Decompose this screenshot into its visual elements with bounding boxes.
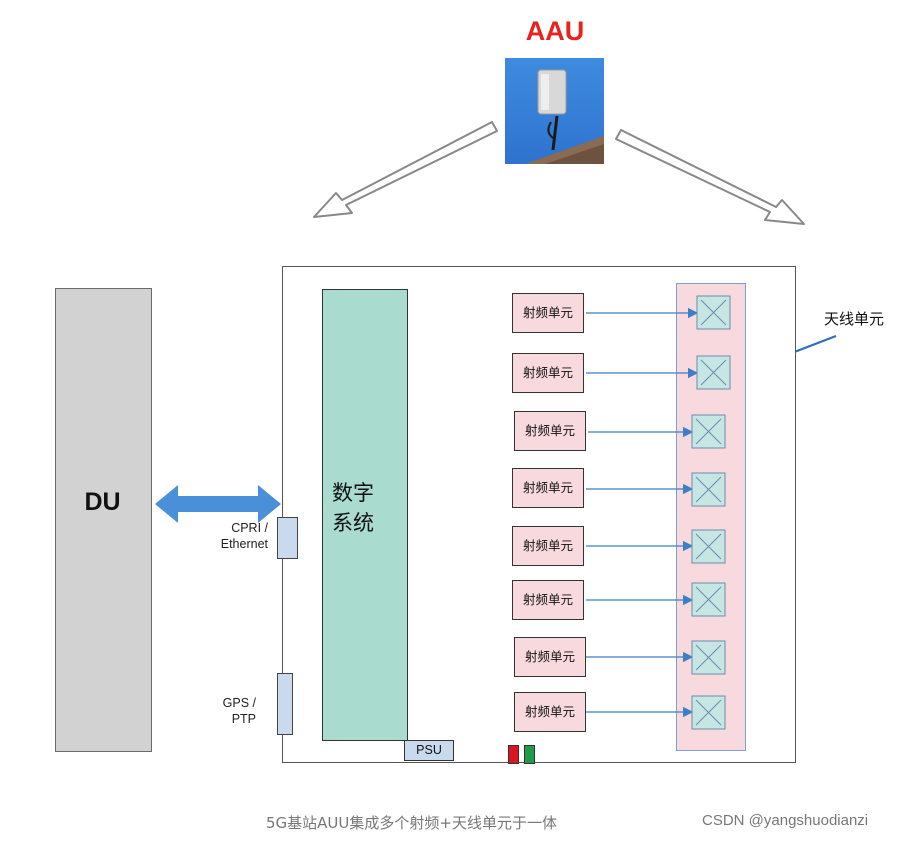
- antenna-unit-label: 天线单元: [824, 310, 885, 328]
- psu-box: PSU: [404, 740, 454, 761]
- green-led-indicator: [524, 745, 535, 764]
- cpri-port: [277, 517, 298, 559]
- du-aau-double-arrow: [155, 485, 281, 523]
- digital-system-box: [322, 289, 408, 741]
- du-box: [55, 288, 152, 752]
- digital-system-line2: 系统: [332, 511, 374, 535]
- cpri-port-label: CPRI / Ethernet: [196, 520, 268, 552]
- cpri-label-line2: Ethernet: [220, 537, 268, 551]
- rf-unit-2: 射频单元: [512, 353, 584, 393]
- hollow-arrow-right: [615, 129, 805, 225]
- rf-unit-6: 射频单元: [512, 580, 584, 620]
- antenna-element-5: [691, 529, 726, 564]
- red-led-indicator: [508, 745, 519, 764]
- antenna-element-4: [691, 472, 726, 507]
- digital-system-line1: 数字: [332, 481, 374, 505]
- rf-unit-3: 射频单元: [514, 411, 586, 451]
- aau-title: AAU: [525, 16, 585, 46]
- gps-label-line1: GPS /: [222, 696, 256, 710]
- rf-unit-8: 射频单元: [514, 692, 586, 732]
- du-label: DU: [84, 488, 121, 516]
- rf-unit-1: 射频单元: [512, 293, 584, 333]
- aau-antenna-image: [525, 69, 604, 164]
- antenna-element-7: [691, 640, 726, 675]
- gps-port: [277, 673, 293, 735]
- antenna-element-2: [696, 355, 731, 390]
- gps-port-label: GPS / PTP: [200, 695, 256, 727]
- antenna-element-3: [691, 414, 726, 449]
- antenna-element-1: [696, 295, 731, 330]
- hollow-arrow-left: [313, 121, 498, 218]
- digital-system-label: 数字 系统: [332, 478, 392, 538]
- rf-unit-4: 射频单元: [512, 468, 584, 508]
- antenna-element-8: [691, 695, 726, 730]
- antenna-element-6: [691, 582, 726, 617]
- figure-caption: 5G基站AUU集成多个射频+天线单元于一体: [266, 814, 557, 832]
- aau-photo: [505, 58, 604, 164]
- rf-unit-7: 射频单元: [514, 637, 586, 677]
- csdn-watermark: CSDN @yangshuodianzi: [702, 812, 869, 829]
- rf-unit-5: 射频单元: [512, 526, 584, 566]
- cpri-label-line1: CPRI /: [231, 521, 268, 535]
- gps-label-line2: PTP: [231, 712, 256, 726]
